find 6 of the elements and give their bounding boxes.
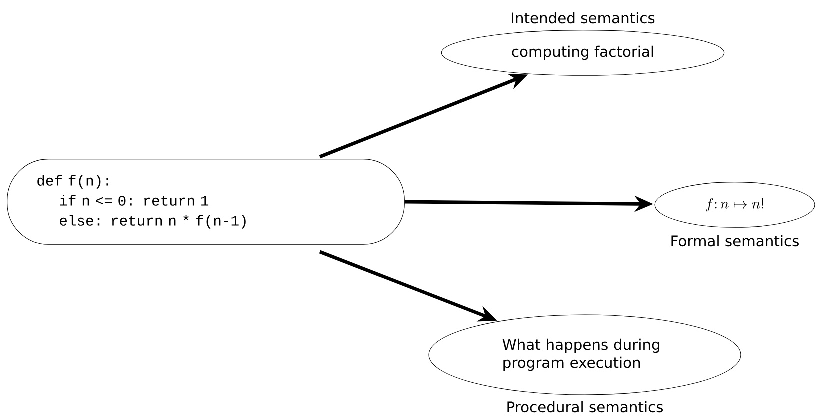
ellipse-node: computing factorial bbox=[441, 30, 725, 76]
ellipse-node: What happens during program execution bbox=[428, 314, 742, 396]
node-label: Intended semantics bbox=[512, 12, 655, 24]
node-label: Formal semantics bbox=[672, 235, 799, 247]
code-box: def f(n): if n <= 0: return 1 else: return n * f(n-1) bbox=[7, 159, 405, 245]
node-label: Procedural semantics bbox=[508, 401, 664, 413]
